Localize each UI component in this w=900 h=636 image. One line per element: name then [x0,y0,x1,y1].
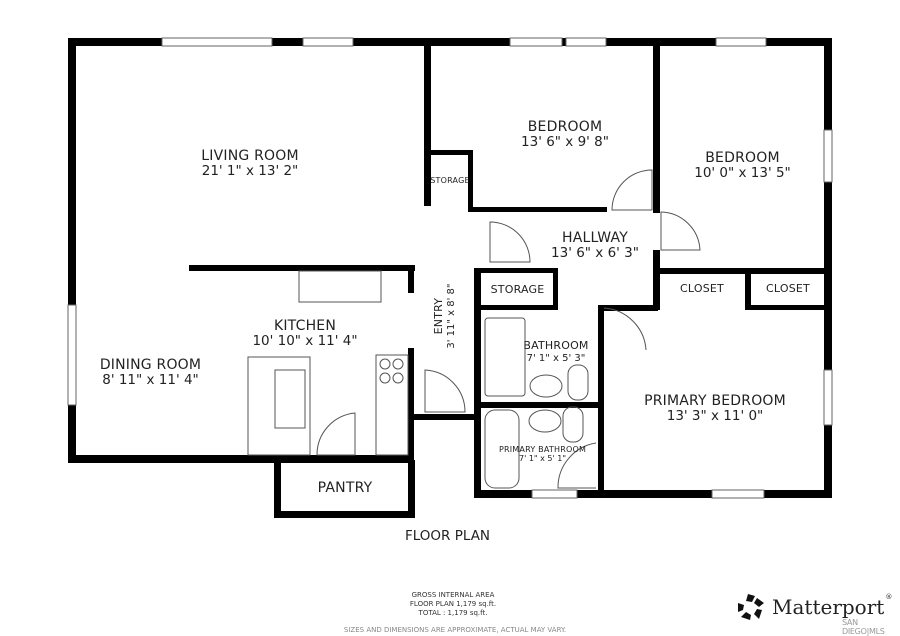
room-name: HALLWAY [562,230,628,246]
area-note: SIZES AND DIMENSIONS ARE APPROXIMATE, AC… [343,626,567,634]
room-name: CLOSET [680,282,724,295]
room-closet-2: CLOSET [752,282,824,296]
room-entry: ENTRY 3' 11" x 8' 8" [431,276,457,356]
area-floor-plan: FLOOR PLAN 1,179 sq.ft. [409,599,497,608]
room-name: LIVING ROOM [201,148,299,164]
room-name: STORAGE [490,283,545,296]
room-dimensions: 10' 10" x 11' 4" [252,333,358,350]
room-name: BEDROOM [705,150,780,166]
room-closet-1: CLOSET [662,282,742,296]
room-name: CLOSET [766,282,810,295]
fixtures [247,270,589,489]
room-dimensions: 13' 3" x 11' 0" [666,408,764,425]
room-dimensions: 7' 1" x 5' 3" [526,352,586,364]
room-name: PANTRY [317,480,373,496]
matterport-logo: Matterport ® SAN DIEGO|MLS [736,593,893,636]
room-dimensions: 3' 11" x 8' 8" [445,283,457,349]
room-dimensions: 8' 11" x 11' 4" [102,372,199,389]
room-name: ENTRY [431,297,445,335]
room-dimensions: 13' 6" x 6' 3" [551,245,639,262]
room-dining-room: DINING ROOM 8' 11" x 11' 4" [88,357,213,389]
registered-mark: ® [885,593,893,601]
room-name: PRIMARY BATHROOM [498,445,587,454]
room-living-room: LIVING ROOM 21' 1" x 13' 2" [190,148,310,180]
room-bathroom: BATHROOM 7' 1" x 5' 3" [520,339,592,364]
room-name: STORAGE [430,176,470,185]
room-name: DINING ROOM [99,357,202,373]
walls [68,38,832,518]
room-name: KITCHEN [273,318,337,334]
room-primary-bedroom: PRIMARY BEDROOM 13' 3" x 11' 0" [630,393,800,425]
room-hallway: HALLWAY 13' 6" x 6' 3" [540,230,650,262]
room-dimensions: 7' 1" x 5' 1" [518,454,567,464]
room-bedroom-2: BEDROOM 10' 0" x 13' 5" [680,150,805,182]
room-name: BATHROOM [523,339,589,352]
room-pantry: PANTRY [282,480,408,496]
room-dimensions: 21' 1" x 13' 2" [201,163,299,180]
logo-subtext: SAN DIEGO|MLS [842,618,885,636]
room-name: BEDROOM [527,119,603,135]
plan-title: FLOOR PLAN [405,528,491,544]
area-total: TOTAL : 1,179 sq.ft. [418,608,488,617]
area-heading: GROSS INTERNAL AREA [411,591,495,599]
room-name: PRIMARY BEDROOM [644,393,786,409]
room-storage-1: STORAGE [430,176,470,185]
windows [67,37,833,499]
room-bedroom-1: BEDROOM 13' 6" x 9' 8" [500,119,630,151]
room-kitchen: KITCHEN 10' 10" x 11' 4" [245,318,365,350]
room-dimensions: 10' 0" x 13' 5" [694,165,791,182]
matterport-star-icon [738,594,764,620]
room-primary-bathroom: PRIMARY BATHROOM 7' 1" x 5' 1" [495,445,590,463]
logo-wordmark: Matterport [772,595,885,619]
doors [316,169,701,489]
room-storage-2: STORAGE [480,283,555,297]
room-dimensions: 13' 6" x 9' 8" [521,134,609,151]
